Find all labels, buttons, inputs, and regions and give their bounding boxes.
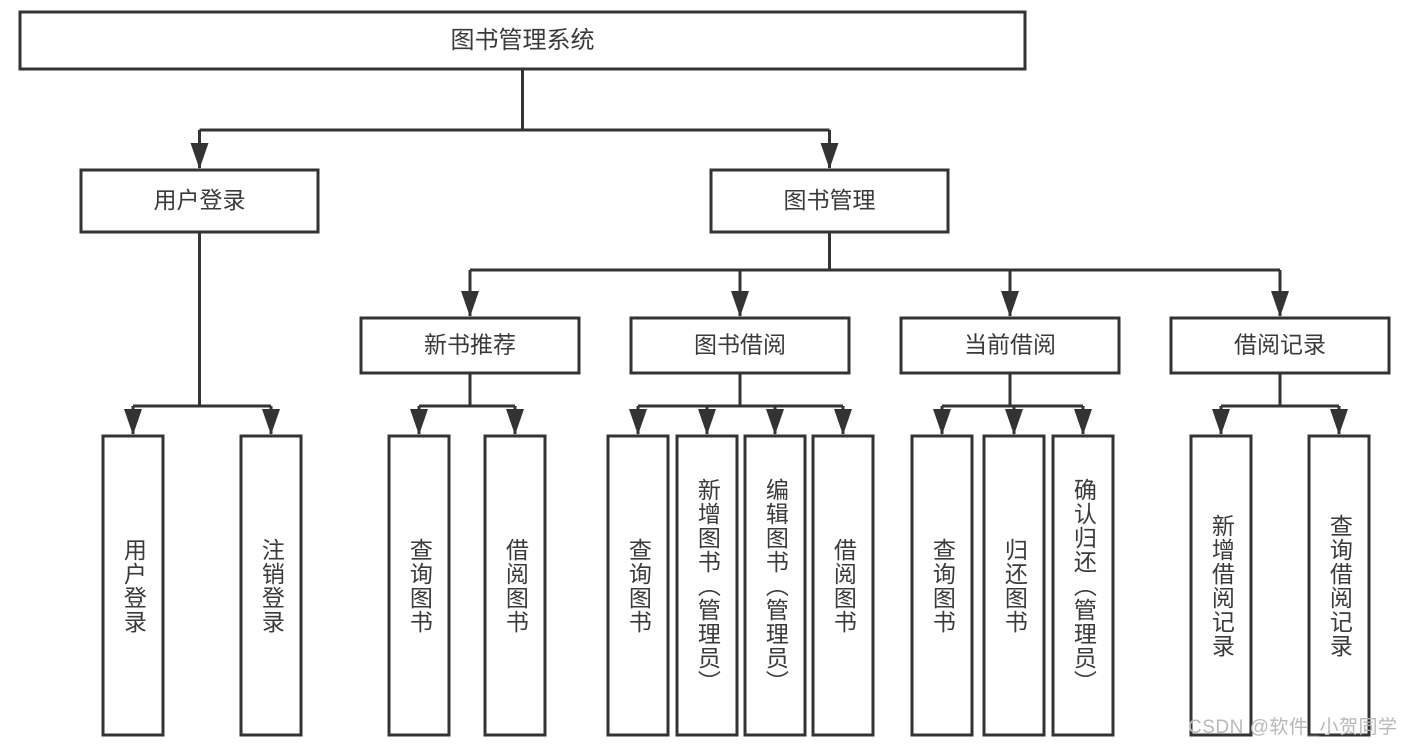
arrow-head-icon-borrow-records-0 xyxy=(1212,409,1230,435)
node-box-user-login-leaf xyxy=(101,434,165,737)
node-label-book-management: 图书管理 xyxy=(784,187,876,213)
arrow-head-icon-user-login-0 xyxy=(124,409,142,435)
node-box-query-borrow-record xyxy=(1307,434,1371,737)
node-box-borrow-book-main xyxy=(811,434,875,737)
node-box-user-login xyxy=(79,168,320,234)
node-box-confirm-return-admin xyxy=(1051,434,1115,737)
csdn-watermark: CSDN @软件_小贺同学 xyxy=(1188,717,1398,738)
node-label-book-borrow: 图书借阅 xyxy=(694,332,786,358)
node-box-borrow-book-rec xyxy=(483,434,547,737)
arrow-head-icon-current-borrow-1 xyxy=(1005,409,1023,435)
arrow-head-icon-book-mgmt-3 xyxy=(1271,291,1289,317)
arrow-head-icon-new-book-recommend-0 xyxy=(410,409,428,435)
node-label-user-login: 用户登录 xyxy=(154,187,246,213)
node-label-new-book-recommend: 新书推荐 xyxy=(424,332,516,358)
boxes-layer xyxy=(18,10,1391,737)
node-box-edit-book-admin xyxy=(743,434,807,737)
arrow-head-icon-book-mgmt-1 xyxy=(731,291,749,317)
arrow-head-icon-root-0 xyxy=(190,143,209,169)
arrow-head-icon-new-book-recommend-1 xyxy=(506,409,524,435)
arrow-head-icon-book-borrow-3 xyxy=(834,409,852,435)
node-box-query-book-rec xyxy=(387,434,451,737)
node-box-root xyxy=(18,10,1027,71)
arrow-head-icon-root-1 xyxy=(820,143,839,169)
node-box-book-management xyxy=(709,168,950,234)
arrow-head-icon-book-mgmt-0 xyxy=(461,291,479,317)
node-box-return-book xyxy=(982,434,1046,737)
node-box-add-borrow-record xyxy=(1189,434,1253,737)
arrow-head-icon-book-mgmt-2 xyxy=(1001,291,1019,317)
arrow-head-icon-borrow-records-1 xyxy=(1330,409,1348,435)
node-box-borrow-records xyxy=(1169,316,1391,375)
node-box-current-borrow xyxy=(899,316,1121,375)
arrow-head-icon-user-login-1 xyxy=(262,409,280,435)
node-box-new-book-recommend xyxy=(359,316,581,375)
connectors-layer xyxy=(124,69,1348,435)
arrow-head-icon-current-borrow-2 xyxy=(1074,409,1092,435)
arrow-head-icon-current-borrow-0 xyxy=(933,409,951,435)
node-label-root: 图书管理系统 xyxy=(451,27,595,54)
arrow-head-icon-book-borrow-2 xyxy=(766,409,784,435)
node-box-user-logout-leaf xyxy=(239,434,303,737)
node-box-query-book-current xyxy=(910,434,974,737)
node-box-book-borrow xyxy=(629,316,851,375)
arrow-head-icon-book-borrow-1 xyxy=(698,409,716,435)
node-label-borrow-records: 借阅记录 xyxy=(1234,332,1326,358)
arrow-head-icon-book-borrow-0 xyxy=(629,409,647,435)
node-label-current-borrow: 当前借阅 xyxy=(964,332,1056,358)
node-box-add-book-admin xyxy=(675,434,739,737)
node-box-query-book-borrow xyxy=(606,434,670,737)
